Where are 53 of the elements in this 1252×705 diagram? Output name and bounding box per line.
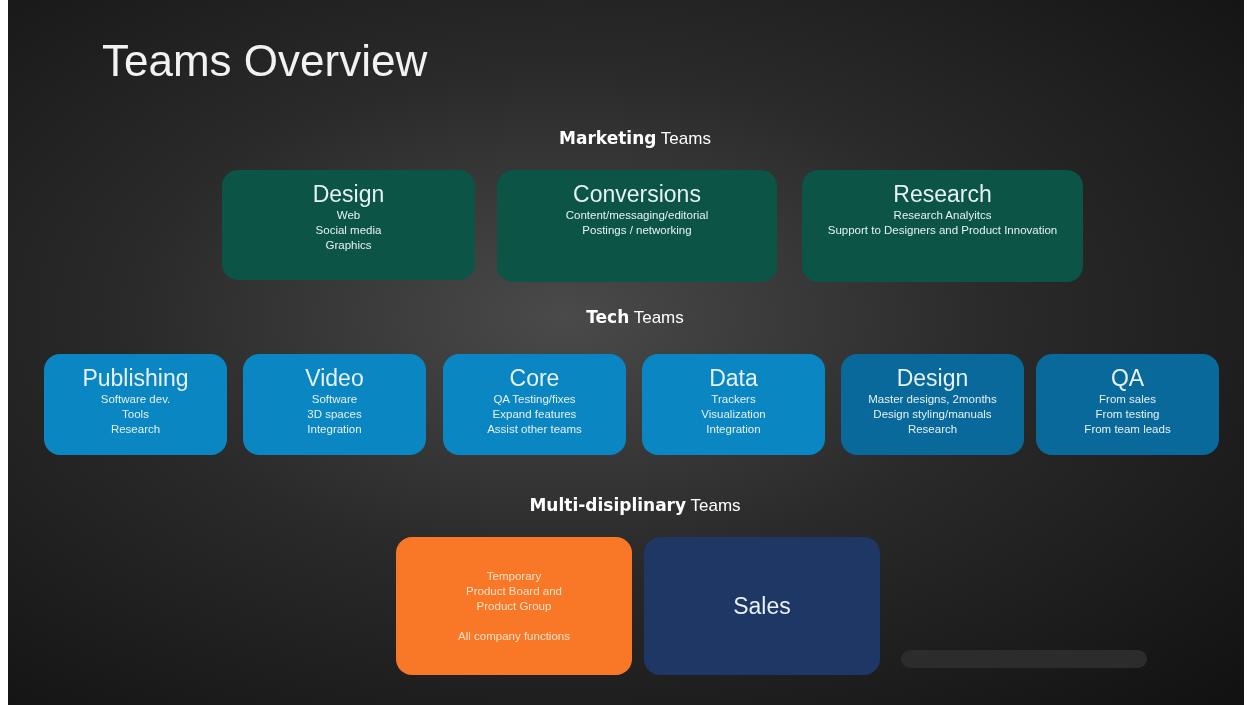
team-duty: Support to Designers and Product Innovation	[827, 223, 1058, 238]
team-duty: 3D spaces	[307, 407, 362, 422]
team-card	[642, 354, 825, 455]
team-card	[644, 537, 880, 675]
section-heading: Tech Teams	[586, 307, 684, 328]
team-name: Conversions	[573, 180, 701, 208]
team-duty: Tools	[122, 407, 149, 422]
team-duty: Social media	[315, 223, 382, 238]
team-name: Sales	[733, 592, 791, 620]
team-duty: Research	[110, 422, 161, 437]
team-card	[443, 354, 626, 455]
team-duty: From team leads	[1084, 422, 1171, 437]
team-duty: Software	[311, 392, 358, 407]
team-duty: Content/messaging/editorial	[565, 208, 709, 223]
team-duty: Trackers	[711, 392, 756, 407]
team-duty: All company functions	[458, 628, 570, 644]
team-name: Data	[709, 364, 758, 392]
team-card	[222, 170, 475, 280]
team-name: Publishing	[82, 364, 189, 392]
team-duty: Web	[336, 208, 361, 223]
team-duty: Assist other teams	[487, 422, 582, 437]
team-duty: From sales	[1099, 392, 1156, 407]
team-duty: Research	[907, 422, 958, 437]
team-card	[802, 170, 1083, 282]
team-name: Core	[509, 364, 560, 392]
team-card	[841, 354, 1024, 455]
team-duty: Temporary	[486, 568, 542, 584]
team-duty: From testing	[1095, 407, 1160, 422]
team-duty: Master designs, 2months	[868, 392, 997, 407]
team-duty: Expand features	[492, 407, 577, 422]
slide-title: Teams Overview	[102, 36, 428, 86]
team-name: Design	[896, 364, 969, 392]
team-duty: Postings / networking	[582, 223, 692, 238]
team-name: Design	[312, 180, 385, 208]
team-card	[497, 170, 777, 282]
team-name: Research	[893, 180, 992, 208]
team-duty: Design styling/manuals	[873, 407, 992, 422]
team-name: Video	[305, 364, 364, 392]
team-duty: Integration	[307, 422, 362, 437]
section-heading: Multi-disiplinary Teams	[529, 495, 741, 516]
team-duty: Research Analyitcs	[893, 208, 992, 223]
team-duty: Visualization	[701, 407, 766, 422]
team-duty: Product Board and Product Group	[465, 583, 563, 614]
team-name: QA	[1110, 364, 1145, 392]
team-duty: QA Testing/fixes	[493, 392, 576, 407]
team-duty: Software dev.	[100, 392, 171, 407]
team-card	[396, 537, 632, 675]
team-duty: Graphics	[325, 238, 372, 253]
team-card	[1036, 354, 1219, 455]
section-heading: Marketing Teams	[559, 128, 711, 149]
team-card	[44, 354, 227, 455]
team-card	[243, 354, 426, 455]
team-duty: Integration	[706, 422, 761, 437]
